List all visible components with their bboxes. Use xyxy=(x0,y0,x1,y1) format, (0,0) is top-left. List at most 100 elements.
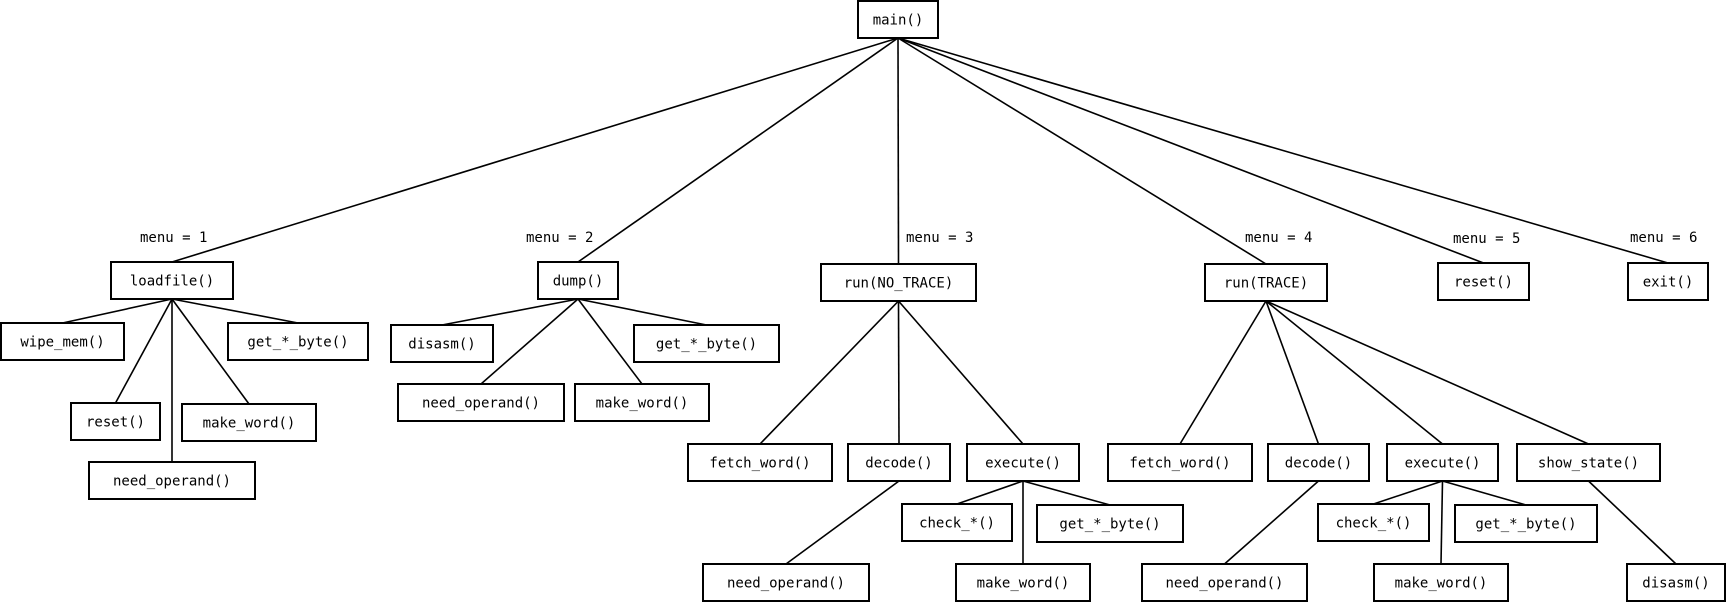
node-nt-check: check_*() xyxy=(901,503,1013,542)
node-nt-make-word: make_word() xyxy=(955,563,1091,602)
edge-label-menu-6: menu = 6 xyxy=(1630,230,1697,246)
edge-run_trace-to-t_decode xyxy=(1265,300,1320,445)
edge-t_show_state-to-t_disasm xyxy=(1587,480,1677,565)
svg-text:get_*_byte(): get_*_byte() xyxy=(1059,517,1160,533)
edge-run_trace-to-t_execute xyxy=(1265,300,1444,445)
svg-text:need_operand(): need_operand() xyxy=(1165,576,1283,592)
edge-main-to-loadfile xyxy=(171,37,899,263)
svg-text:need_operand(): need_operand() xyxy=(113,474,231,490)
node-t-disasm: disasm() xyxy=(1626,563,1726,602)
svg-text:decode(): decode() xyxy=(865,456,932,472)
svg-text:need_operand(): need_operand() xyxy=(422,396,540,412)
node-nt-decode: decode() xyxy=(847,443,951,482)
node-nt-need-operand: need_operand() xyxy=(702,563,870,602)
node-t-show-state: show_state() xyxy=(1516,443,1661,482)
svg-text:exit(): exit() xyxy=(1643,275,1694,291)
edge-label-menu-1: menu = 1 xyxy=(140,230,207,246)
svg-text:make_word(): make_word() xyxy=(596,396,689,412)
node-dump-need-operand: need_operand() xyxy=(397,383,565,422)
svg-text:reset(): reset() xyxy=(86,415,145,431)
edge-run_trace-to-t_fetch_word xyxy=(1179,300,1267,445)
svg-text:run(NO_TRACE): run(NO_TRACE) xyxy=(844,276,954,292)
edges xyxy=(62,37,1677,565)
svg-text:decode(): decode() xyxy=(1285,456,1352,472)
svg-text:check_*(): check_*() xyxy=(1336,516,1412,532)
svg-text:main(): main() xyxy=(873,13,924,29)
edge-main-to-menu_exit xyxy=(897,37,1669,264)
edge-t_execute-to-t_check xyxy=(1373,480,1443,505)
edge-run_trace-to-t_show_state xyxy=(1265,300,1589,445)
node-dump: dump() xyxy=(537,261,619,300)
svg-text:loadfile(): loadfile() xyxy=(130,274,214,290)
svg-text:make_word(): make_word() xyxy=(203,416,296,432)
svg-text:get_*_byte(): get_*_byte() xyxy=(656,337,757,353)
node-t-check: check_*() xyxy=(1317,503,1430,542)
node-main: main() xyxy=(857,0,939,39)
node-dump-make-word: make_word() xyxy=(574,383,710,422)
svg-text:fetch_word(): fetch_word() xyxy=(709,456,810,472)
node-nt-execute: execute() xyxy=(966,443,1080,482)
edge-main-to-run_trace xyxy=(897,37,1267,265)
svg-text:disasm(): disasm() xyxy=(408,337,475,353)
svg-text:disasm(): disasm() xyxy=(1642,576,1709,592)
edge-run_notrace-to-nt_fetch_word xyxy=(759,300,900,445)
svg-text:run(TRACE): run(TRACE) xyxy=(1224,276,1308,292)
svg-text:get_*_byte(): get_*_byte() xyxy=(1475,517,1576,533)
edge-run_notrace-to-nt_decode xyxy=(897,300,900,445)
node-loadfile: loadfile() xyxy=(110,261,234,300)
svg-text:wipe_mem(): wipe_mem() xyxy=(20,335,104,351)
node-menu-exit: exit() xyxy=(1627,262,1709,301)
node-run-trace: run(TRACE) xyxy=(1204,263,1328,302)
svg-text:fetch_word(): fetch_word() xyxy=(1129,456,1230,472)
svg-text:check_*(): check_*() xyxy=(919,516,995,532)
edge-label-menu-3: menu = 3 xyxy=(906,230,973,246)
node-dump-disasm: disasm() xyxy=(390,324,494,363)
node-t-fetch-word: fetch_word() xyxy=(1107,443,1253,482)
node-lf-make-word: make_word() xyxy=(181,403,317,442)
edge-dump-to-dump_disasm xyxy=(441,298,579,326)
edge-dump-to-dump_need_operand xyxy=(480,298,579,385)
edge-loadfile-to-lf_make_word xyxy=(171,298,250,405)
node-dump-get-byte: get_*_byte() xyxy=(633,324,780,363)
edge-nt_execute-to-nt_get_byte xyxy=(1022,480,1111,506)
svg-text:dump(): dump() xyxy=(553,274,604,290)
svg-text:execute(): execute() xyxy=(1405,456,1481,472)
edge-label-menu-4: menu = 4 xyxy=(1245,230,1312,246)
edge-t_execute-to-t_get_byte xyxy=(1442,480,1527,506)
node-lf-need-operand: need_operand() xyxy=(88,461,256,500)
edge-main-to-dump xyxy=(577,37,899,263)
node-t-get-byte: get_*_byte() xyxy=(1454,504,1598,543)
edge-label-menu-2: menu = 2 xyxy=(526,230,593,246)
edge-nt_decode-to-nt_need_operand xyxy=(785,480,900,565)
svg-text:make_word(): make_word() xyxy=(977,576,1070,592)
edge-loadfile-to-wipe_mem xyxy=(62,298,173,324)
svg-text:show_state(): show_state() xyxy=(1538,456,1639,472)
edge-run_notrace-to-nt_execute xyxy=(897,300,1024,445)
svg-text:get_*_byte(): get_*_byte() xyxy=(247,335,348,351)
svg-text:need_operand(): need_operand() xyxy=(727,576,845,592)
node-t-need-operand: need_operand() xyxy=(1141,563,1308,602)
svg-text:execute(): execute() xyxy=(985,456,1061,472)
edge-main-to-menu_reset xyxy=(897,37,1484,264)
svg-text:make_word(): make_word() xyxy=(1395,576,1488,592)
edge-t_decode-to-t_need_operand xyxy=(1223,480,1320,565)
node-run-notrace: run(NO_TRACE) xyxy=(820,263,977,302)
node-nt-get-byte: get_*_byte() xyxy=(1036,504,1184,543)
svg-text:reset(): reset() xyxy=(1454,275,1513,291)
edge-labels: menu = 1 menu = 2 menu = 3 menu = 4 menu… xyxy=(140,230,1697,247)
edge-dump-to-dump_get_byte xyxy=(577,298,707,326)
edge-label-menu-5: menu = 5 xyxy=(1453,231,1520,247)
edge-nt_execute-to-nt_check xyxy=(956,480,1024,505)
node-t-execute: execute() xyxy=(1386,443,1499,482)
node-t-decode: decode() xyxy=(1267,443,1370,482)
node-nt-fetch-word: fetch_word() xyxy=(687,443,833,482)
edge-t_execute-to-t_make_word xyxy=(1440,480,1444,565)
edge-loadfile-to-lf_reset xyxy=(114,298,173,404)
node-lf-reset: reset() xyxy=(70,402,161,441)
node-menu-reset: reset() xyxy=(1437,262,1530,301)
edge-dump-to-dump_make_word xyxy=(577,298,643,385)
node-t-make-word: make_word() xyxy=(1373,563,1509,602)
edge-loadfile-to-lf_get_byte xyxy=(171,298,299,324)
